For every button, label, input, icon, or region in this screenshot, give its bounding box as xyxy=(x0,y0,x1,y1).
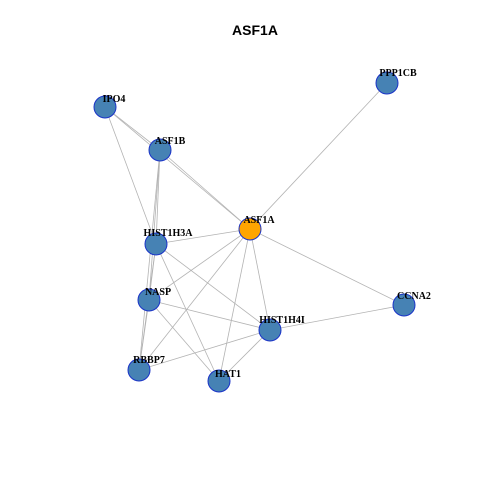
edge-asf1a-asf1b xyxy=(159,149,251,230)
node-ppp1cb xyxy=(375,71,399,95)
node-label-hist1h4i: HIST1H4I xyxy=(259,315,305,326)
edge-hist1h4i-hat1 xyxy=(218,329,271,382)
edge-asf1b-rbbp7 xyxy=(138,149,161,371)
edge-asf1a-hist1h4i xyxy=(249,228,271,331)
node-label-asf1b: ASF1B xyxy=(155,136,186,147)
edge-ipo4-hist1h3a xyxy=(104,106,157,245)
edge-hist1h3a-hist1h4i xyxy=(155,243,271,331)
node-label-ccna2: CCNA2 xyxy=(397,291,431,302)
edge-asf1a-hist1h3a xyxy=(155,228,251,245)
edge-asf1b-nasp xyxy=(148,149,161,301)
edge-nasp-hat1 xyxy=(148,299,220,382)
diagram-title: ASF1A xyxy=(232,22,278,38)
node-label-rbbp7: RBBP7 xyxy=(133,355,165,366)
node-hist1h3a xyxy=(144,232,168,256)
edge-asf1a-hat1 xyxy=(218,228,251,382)
edge-hist1h4i-rbbp7 xyxy=(138,329,271,371)
node-asf1a xyxy=(238,217,262,241)
edge-hist1h4i-ccna2 xyxy=(269,304,405,331)
edge-asf1a-ccna2 xyxy=(249,228,405,306)
node-ccna2 xyxy=(392,293,416,317)
edge-nasp-hist1h4i xyxy=(148,299,271,331)
node-label-hat1: HAT1 xyxy=(215,369,241,380)
node-label-asf1a: ASF1A xyxy=(243,215,275,226)
edge-nasp-rbbp7 xyxy=(138,299,150,371)
node-hist1h4i xyxy=(258,318,282,342)
node-label-nasp: NASP xyxy=(145,287,171,298)
edge-asf1a-nasp xyxy=(148,228,251,301)
edge-asf1b-hist1h3a xyxy=(155,149,161,245)
node-label-ppp1cb: PPP1CB xyxy=(379,68,417,79)
node-ipo4 xyxy=(93,95,117,119)
edge-ipo4-asf1b xyxy=(104,106,161,151)
node-label-hist1h3a: HIST1H3A xyxy=(144,228,194,239)
node-rbbp7 xyxy=(127,358,151,382)
node-hat1 xyxy=(207,369,231,393)
edge-asf1a-ipo4 xyxy=(104,106,251,230)
node-asf1b xyxy=(148,138,172,162)
edge-layer xyxy=(104,82,405,382)
edge-asf1a-rbbp7 xyxy=(138,228,251,371)
node-nasp xyxy=(137,288,161,312)
edge-hist1h3a-hat1 xyxy=(155,243,220,382)
node-layer xyxy=(93,71,416,393)
edge-asf1a-ppp1cb xyxy=(249,82,388,230)
node-label-ipo4: IPO4 xyxy=(103,94,126,105)
